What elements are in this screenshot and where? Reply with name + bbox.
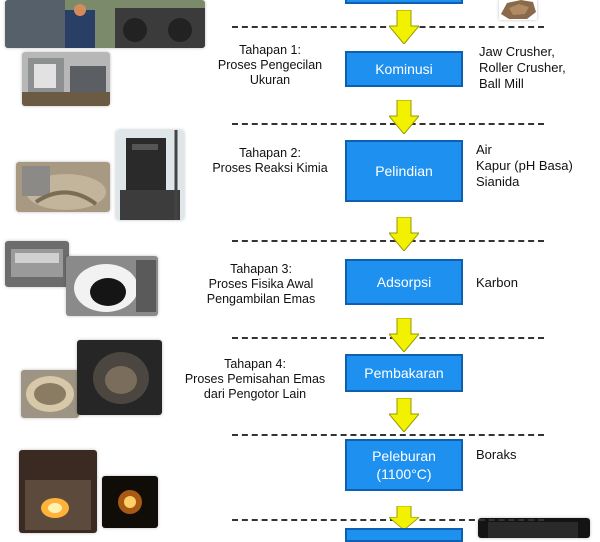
stage-label-4: Tahapan 4: Proses Pemisahan Emas dari Pe… xyxy=(170,357,340,402)
furnace-photo xyxy=(77,340,162,415)
flow-arrow-1 xyxy=(389,10,419,44)
stage-label-1: Tahapan 1: Proses Pengecilan Ukuran xyxy=(200,43,340,88)
bottom-step-box-partial xyxy=(345,528,463,542)
step-box-adsorpsi: Adsorpsi xyxy=(345,259,463,305)
step-box-pelindian: Pelindian xyxy=(345,140,463,202)
burning-pan-photo xyxy=(21,370,79,418)
stage-title-1: Tahapan 1: xyxy=(239,43,301,57)
material-pelindian-2: Kapur (pH Basa) xyxy=(476,158,573,173)
stage-title-3: Tahapan 3: xyxy=(230,262,292,276)
adsorption-tank-photo xyxy=(5,241,69,287)
gold-bar-photo-partial xyxy=(478,518,590,538)
leaching-tank-photo xyxy=(116,130,184,220)
crushing-machine-photo xyxy=(5,0,205,48)
ore-rock-photo xyxy=(499,0,537,20)
leaching-mixing-photo xyxy=(16,162,110,212)
stage-label-2: Tahapan 2: Proses Reaksi Kimia xyxy=(196,146,344,176)
material-pelindian-1: Air xyxy=(476,142,492,157)
material-kominusi-1: Jaw Crusher, xyxy=(479,44,555,59)
stage-line-4-1: Proses Pemisahan Emas xyxy=(184,372,326,386)
material-adsorpsi-1: Karbon xyxy=(476,275,518,290)
stage-title-4: Tahapan 4: xyxy=(224,357,286,371)
separator-5 xyxy=(232,434,544,436)
separator-3 xyxy=(232,240,544,242)
separator-4 xyxy=(232,337,544,339)
separator-2 xyxy=(232,123,544,125)
smelting-fire-photo xyxy=(19,450,97,533)
gold-glow-photo xyxy=(102,476,158,528)
stage-title-2: Tahapan 2: xyxy=(239,146,301,160)
material-pelindian-3: Sianida xyxy=(476,174,520,189)
stage-line-1-1: Proses Pengecilan xyxy=(217,58,323,72)
carbon-sack-photo xyxy=(66,256,158,316)
materials-kominusi: Jaw Crusher, Roller Crusher, Ball Mill xyxy=(479,44,566,92)
step-name-peleburan: Peleburan xyxy=(372,448,436,464)
materials-pelindian: Air Kapur (pH Basa) Sianida xyxy=(476,142,573,190)
material-kominusi-2: Roller Crusher, xyxy=(479,60,566,75)
step-name-pelindian: Pelindian xyxy=(375,163,433,179)
flow-arrow-6 xyxy=(389,506,419,530)
separator-1 xyxy=(232,26,544,28)
stage-line-3-2: Pengambilan Emas xyxy=(206,292,316,306)
flow-arrow-2 xyxy=(389,100,419,134)
stage-label-3: Tahapan 3: Proses Fisika Awal Pengambila… xyxy=(186,262,336,307)
top-step-box-partial xyxy=(345,0,463,4)
stage-line-1-2: Ukuran xyxy=(249,73,291,87)
flow-arrow-5 xyxy=(389,398,419,432)
stage-line-4-2: dari Pengotor Lain xyxy=(203,387,307,401)
material-kominusi-3: Ball Mill xyxy=(479,76,524,91)
material-peleburan-1: Boraks xyxy=(476,447,517,462)
step-name-kominusi: Kominusi xyxy=(375,61,433,77)
ball-mill-photo xyxy=(22,52,110,106)
step-name-adsorpsi: Adsorpsi xyxy=(376,274,432,290)
step-box-peleburan: Peleburan (1100°C) xyxy=(345,439,463,491)
stage-line-3-1: Proses Fisika Awal xyxy=(208,277,314,291)
materials-peleburan: Boraks xyxy=(476,447,516,463)
step-detail-peleburan: (1100°C) xyxy=(376,466,432,482)
step-box-kominusi: Kominusi xyxy=(345,51,463,87)
step-name-pembakaran: Pembakaran xyxy=(364,365,444,381)
flow-arrow-4 xyxy=(389,318,419,352)
materials-adsorpsi: Karbon xyxy=(476,275,518,291)
step-box-pembakaran: Pembakaran xyxy=(345,354,463,392)
stage-line-2-1: Proses Reaksi Kimia xyxy=(212,161,328,175)
flow-arrow-3 xyxy=(389,217,419,251)
separator-6 xyxy=(232,519,544,521)
